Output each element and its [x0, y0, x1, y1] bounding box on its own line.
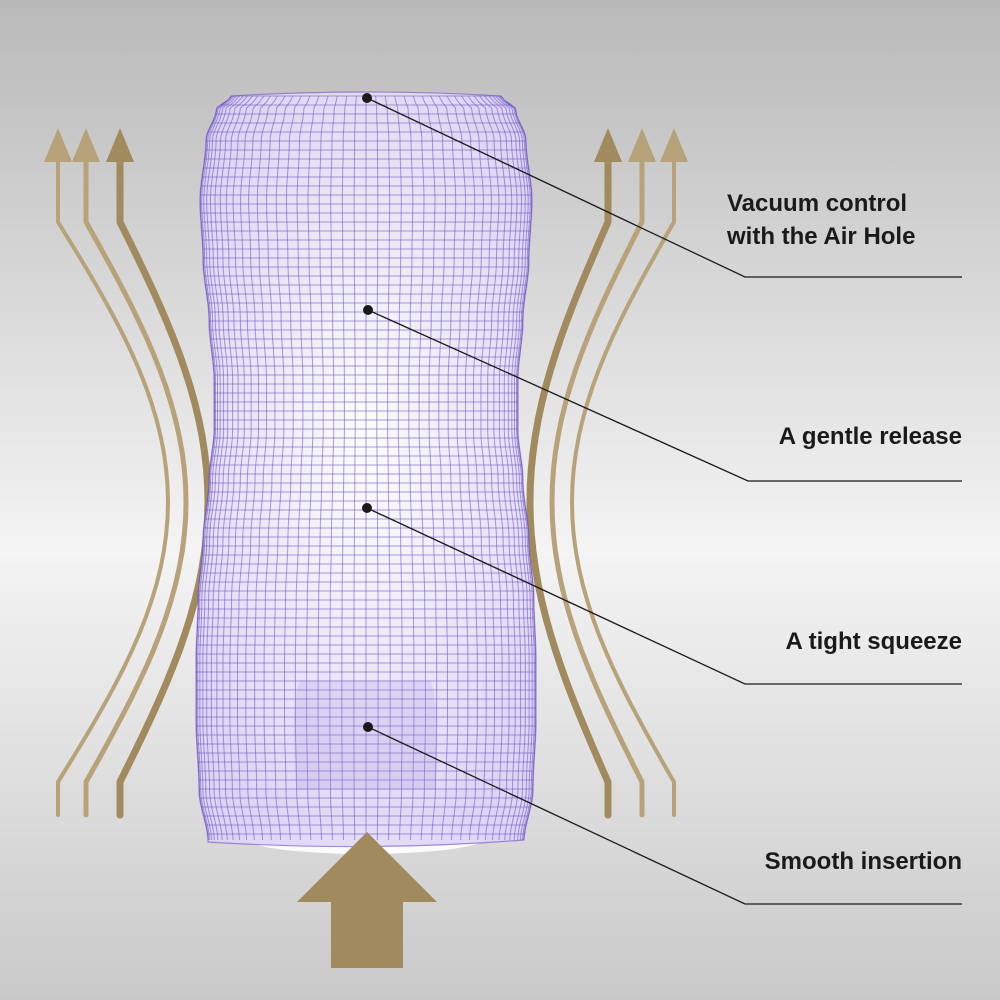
mesh-meridian: [384, 95, 391, 841]
airflow-arrow-icon: [569, 128, 688, 817]
mesh-meridian: [206, 95, 240, 841]
mesh-meridian: [353, 95, 357, 840]
mesh-meridian: [438, 95, 459, 841]
leader-dot-gentle-release: [363, 305, 373, 315]
mesh-meridian: [446, 95, 469, 841]
mesh-meridian: [229, 95, 259, 841]
leader-dot-smooth-insertion: [363, 722, 373, 732]
leader-line-smooth-insertion: [367, 726, 962, 905]
cup-body: [195, 91, 537, 848]
mesh-meridian: [430, 95, 448, 841]
mesh-meridian: [284, 95, 302, 841]
mesh-meridian: [499, 95, 535, 841]
airflow-arrow-icon: [44, 128, 171, 817]
inner-sleeve-shadow: [293, 680, 438, 790]
airflow-arrows-left: [44, 128, 212, 819]
mesh-meridian: [237, 95, 265, 841]
mesh-meridian: [210, 95, 244, 841]
mesh-meridian: [273, 95, 294, 841]
mesh-meridian: [263, 95, 286, 841]
mesh-meridian: [403, 95, 415, 841]
callout-tight-squeeze: A tight squeeze: [786, 628, 962, 655]
mesh-meridian: [294, 95, 311, 841]
mesh-meridian: [492, 95, 526, 841]
mesh-meridian: [495, 95, 530, 841]
mesh-meridian: [461, 95, 487, 841]
leader-line-tight-squeeze: [366, 507, 962, 685]
mesh-meridian: [497, 95, 533, 841]
mesh-meridian: [479, 95, 510, 841]
airflow-arrow-icon: [549, 128, 656, 818]
mesh-meridian: [412, 95, 426, 841]
mesh-meridian: [197, 95, 233, 841]
mesh-meridian: [329, 95, 338, 841]
mesh-meridian: [467, 95, 495, 841]
callout-vacuum-control-line-2: with the Air Hole: [726, 223, 915, 250]
mesh-meridian: [453, 95, 478, 841]
mesh-meridian: [306, 95, 320, 841]
airflow-arrow-icon: [72, 128, 189, 818]
mesh-meridian: [199, 95, 235, 841]
leader-dot-vacuum-control: [362, 93, 372, 103]
callout-vacuum-control-line-1: Vacuum control: [727, 190, 907, 217]
mesh-meridian: [394, 95, 403, 841]
airflow-arrow-icon: [526, 128, 622, 819]
mesh-meridian: [245, 95, 271, 841]
mesh-meridian: [341, 95, 348, 841]
mesh-meridian: [222, 95, 253, 841]
airflow-arrows-right: [526, 128, 688, 819]
mesh-meridian: [254, 95, 279, 841]
mesh-meridian: [473, 95, 503, 841]
mesh-meridian: [421, 95, 438, 841]
callout-vacuum-control: Vacuum control with the Air Hole: [726, 190, 915, 250]
mesh-meridian: [488, 95, 522, 841]
mesh-meridian: [216, 95, 248, 841]
insertion-arrow-icon: [297, 832, 437, 968]
mesh-meridian: [375, 95, 379, 840]
callout-gentle-release: A gentle release: [779, 423, 962, 450]
callout-leaders: [362, 93, 962, 905]
mesh-meridian: [202, 95, 237, 841]
leader-line-vacuum-control: [366, 97, 962, 278]
mesh-meridian: [317, 95, 329, 841]
leader-dot-tight-squeeze: [362, 503, 372, 513]
mesh-meridian: [484, 95, 516, 841]
callout-smooth-insertion: Smooth insertion: [765, 848, 962, 875]
airflow-arrow-icon: [106, 128, 212, 819]
leader-line-gentle-release: [367, 309, 962, 482]
